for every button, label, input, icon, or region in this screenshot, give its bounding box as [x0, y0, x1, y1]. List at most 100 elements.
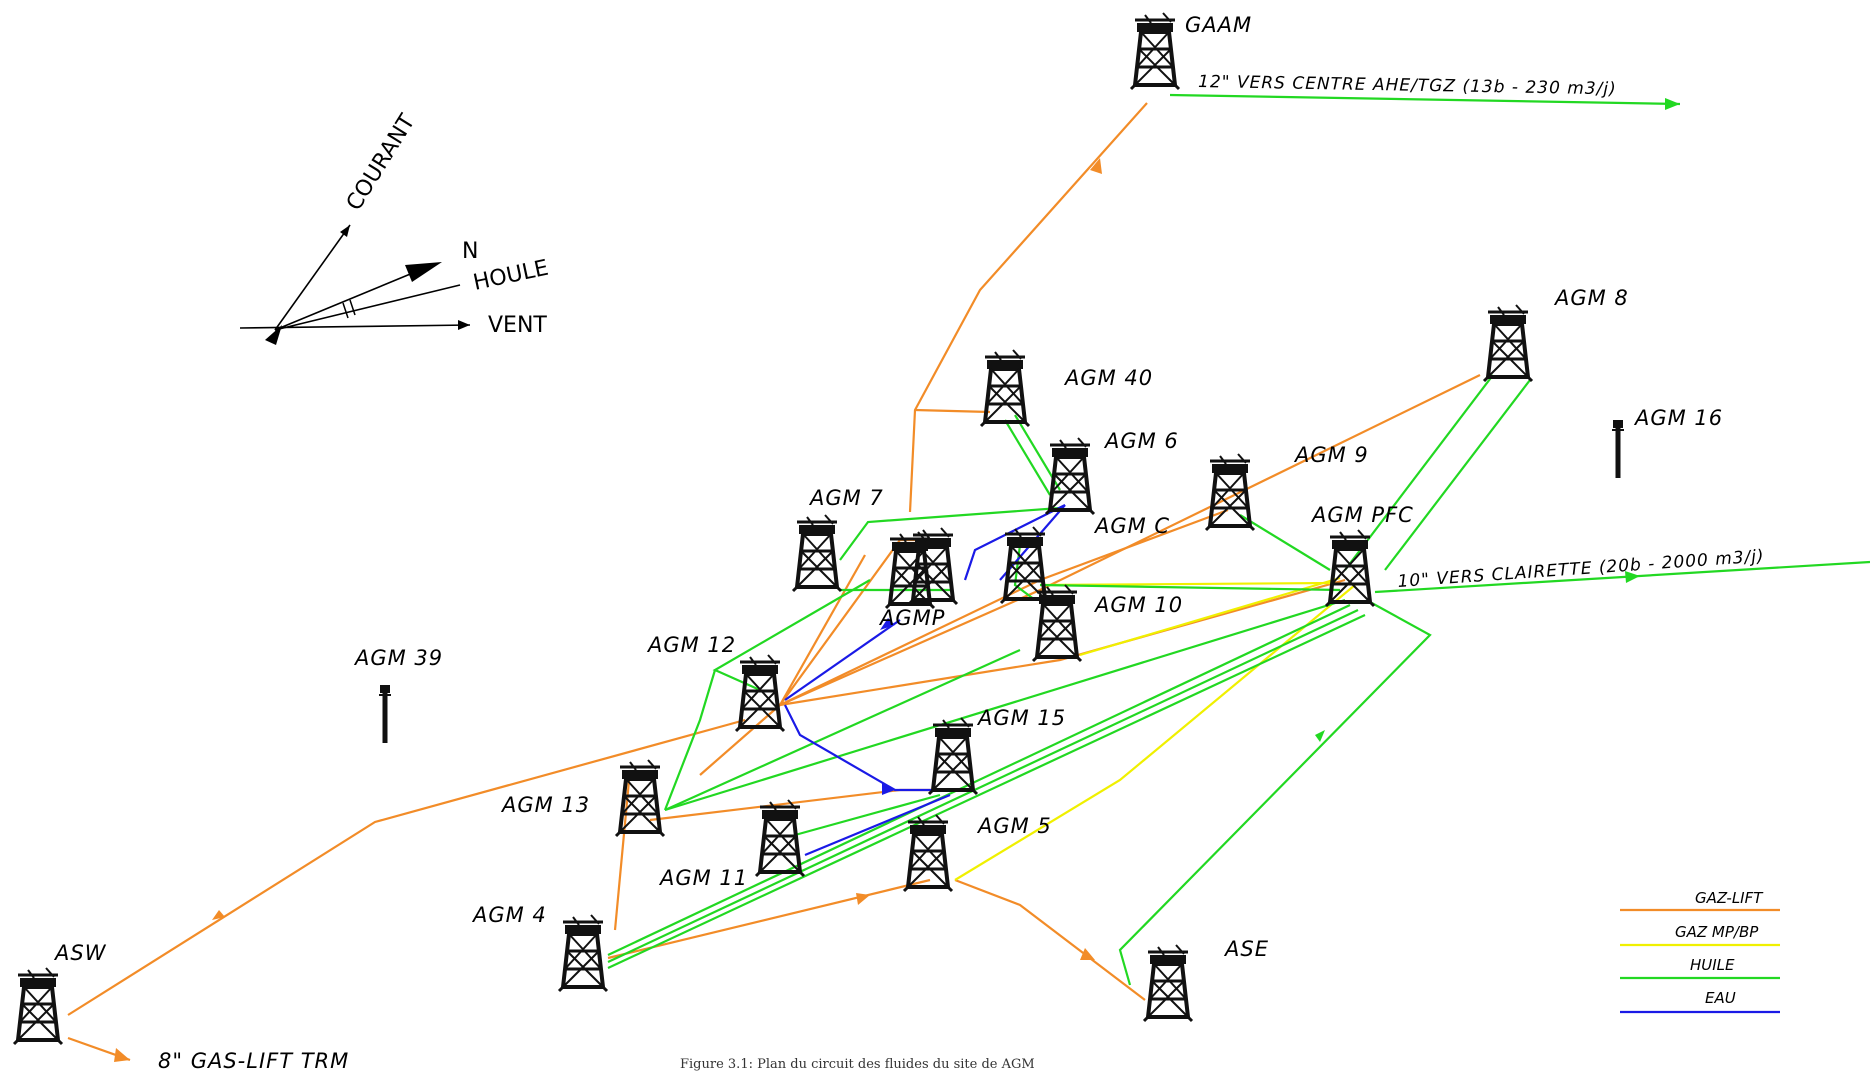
platform-asw: ASW: [12, 941, 106, 1046]
agm6-label: AGM 6: [1103, 429, 1179, 453]
agm6-tower-icon: [1044, 436, 1096, 516]
agm5-label: AGM 5: [976, 814, 1052, 838]
platform-agm39: AGM 39: [353, 646, 443, 743]
agm40-tower-icon: [979, 348, 1031, 428]
agm8-label: AGM 8: [1553, 286, 1629, 310]
gas-lift-lines: [67, 102, 1481, 1062]
pfc-export-annotation: 10" VERS CLAIRETTE (20b - 2000 m3/j): [1397, 546, 1765, 592]
line-asw-agm12: [67, 718, 746, 1016]
platform-ase: ASE: [1142, 937, 1268, 1023]
legend-label-gaz-lift: GAZ-LIFT: [1695, 889, 1764, 907]
line-agm12-agm8: [779, 374, 1481, 707]
houle-arrow: [274, 284, 461, 331]
platform-agm11: AGM 11: [658, 798, 806, 890]
courant-arrow: [274, 224, 351, 331]
flow-arrows: [114, 98, 1680, 1062]
line-agm13-agm15: [649, 788, 955, 822]
legend-item-eau: EAU: [1620, 989, 1780, 1014]
platform-agm12: AGM 12: [646, 633, 786, 733]
asw-export-annotation: 8" GAS-LIFT TRM: [158, 1049, 349, 1072]
platform-agm6: AGM 6: [1044, 429, 1179, 516]
line-ase-pfc: [1118, 601, 1432, 986]
line-agm7-agm6: [839, 506, 1061, 561]
line-agm4-pfc-b: [607, 609, 1359, 963]
compass-courant-label: COURANT: [342, 110, 421, 215]
line-agm15-agm11: [804, 793, 951, 857]
agm15-label: AGM 15: [976, 706, 1066, 730]
oil-lines: [607, 93, 1870, 986]
legend: GAZ-LIFT GAZ MP/BP HUILE EAU: [1620, 889, 1780, 1014]
legend-label-eau: EAU: [1705, 989, 1736, 1007]
line-pfc-clairette: [1374, 560, 1870, 594]
platform-agm16: AGM 16: [1612, 406, 1722, 478]
vent-arrow: [239, 324, 471, 329]
agm39-label: AGM 39: [353, 646, 443, 670]
legend-label-huile: HUILE: [1690, 956, 1735, 974]
line-agm10-pfc: [1079, 576, 1341, 657]
platform-gaam: GAAM: [1129, 11, 1252, 91]
line-agm13-agm10: [664, 648, 1021, 812]
platform-agmpfc: AGM PFC: [1310, 503, 1414, 608]
gaam-export-annotation: 12" VERS CENTRE AHE/TGZ (13b - 230 m3/j): [1198, 72, 1617, 99]
line-agm13-agm12: [663, 669, 717, 811]
agmp-label: AGMP: [878, 606, 945, 630]
platform-agm7: AGM 7: [791, 486, 884, 593]
platform-agm15: AGM 15: [927, 706, 1066, 796]
agmc-label: AGM C: [1093, 514, 1170, 538]
arrow-pfc-clairette: [1625, 571, 1640, 583]
ase-tower-icon: [1142, 943, 1194, 1023]
arrow-gaam-export: [1665, 98, 1680, 110]
agm10-tower-icon: [1031, 583, 1083, 663]
line-gaam-agm40: [908, 102, 1148, 513]
agm4-label: AGM 4: [471, 903, 547, 927]
arrow-gaam: [1090, 158, 1102, 174]
line-agm12-pfc: [779, 578, 1346, 707]
line-agmp-agm12: [784, 619, 901, 701]
compass-north-label: N: [462, 239, 478, 264]
platform-agm5: AGM 5: [902, 813, 1052, 893]
legend-item-gaz-mpbp: GAZ MP/BP: [1620, 923, 1780, 947]
agm4-tower-icon: [557, 913, 609, 993]
agm11-label: AGM 11: [658, 866, 748, 890]
agm8-tower-icon: [1482, 303, 1534, 383]
legend-item-huile: HUILE: [1620, 956, 1780, 980]
line-agm8-pfc-b: [1384, 379, 1531, 571]
compass-rose: COURANT N HOULE VENT: [239, 110, 551, 345]
arrow-agm5-ase: [1080, 948, 1095, 960]
line-agm5-pfc: [954, 584, 1356, 881]
compass-houle-label: HOULE: [471, 256, 551, 296]
platform-agm4: AGM 4: [471, 903, 609, 993]
arrow-agmp-agm12: [880, 618, 895, 630]
agm13-tower-icon: [614, 758, 666, 838]
agmp-tower2-icon: [884, 530, 936, 610]
line-agm13-pfc-a: [664, 598, 1346, 812]
line-agm12-agm13: [699, 704, 781, 776]
line-agm12-agm7: [779, 554, 866, 706]
legend-label-gaz-mpbp: GAZ MP/BP: [1675, 923, 1759, 941]
line-agm11-agm15: [794, 793, 941, 837]
line-agmp-agm6: [963, 504, 1066, 581]
gaam-label: GAAM: [1185, 13, 1252, 37]
agm12-label: AGM 12: [646, 633, 736, 657]
agm40-label: AGM 40: [1063, 366, 1153, 390]
line-agm4-pfc-a: [607, 604, 1351, 956]
line-agm40-spur: [914, 408, 991, 414]
agmpfc-label: AGM PFC: [1310, 503, 1414, 527]
platform-agm13: AGM 13: [500, 758, 666, 838]
platform-agmc: AGM C: [999, 514, 1170, 605]
arrow-asw: [212, 910, 225, 920]
line-gaam-export: [1169, 93, 1681, 106]
platform-agmp: AGMP: [878, 526, 959, 630]
line-agm40-agm6-a: [1004, 419, 1051, 496]
agm7-label: AGM 7: [808, 486, 884, 510]
agm39-well-icon: [379, 685, 391, 743]
agmpfc-tower-icon: [1324, 528, 1376, 608]
arrow-agm4-agm5: [856, 893, 870, 905]
gas-mpbp-lines: [954, 576, 1356, 881]
arrow-asw-export: [114, 1048, 130, 1062]
line-agmp-pfc: [1039, 581, 1336, 587]
arrow-agm12-agm15: [882, 782, 895, 795]
agm9-label: AGM 9: [1293, 443, 1369, 467]
platform-agm10: AGM 10: [1031, 583, 1182, 663]
